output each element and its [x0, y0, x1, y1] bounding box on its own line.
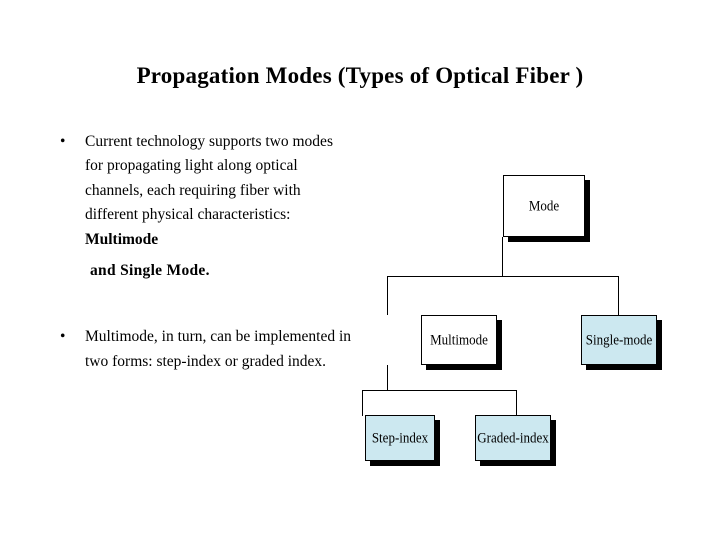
node-label-multimode: Multimode	[430, 331, 488, 348]
connector-row2-horizontal	[387, 276, 619, 278]
node-label-step-index: Step-index	[371, 429, 429, 446]
node-graded-index[interactable]: Graded-index	[475, 415, 551, 461]
connector-down-to-graded-index	[516, 390, 518, 416]
node-label-mode: Mode	[528, 197, 560, 214]
node-single-mode[interactable]: Single-mode	[581, 315, 657, 365]
propagation-modes-tree-diagram: Mode Multimode Single-mode Step-index Gr…	[340, 160, 710, 490]
node-label-single-mode: Single-mode	[585, 331, 653, 348]
bullet-emphasis-single-mode: and Single Mode.	[90, 262, 210, 280]
node-label-graded-index: Graded-index	[477, 429, 549, 446]
bullet-emphasis-multimode: Multimode	[85, 230, 159, 248]
connector-row3-horizontal	[362, 390, 517, 392]
list-item: • Current technology supports two modes …	[52, 130, 352, 283]
bullet-paragraph: Current technology supports two modes fo…	[85, 130, 352, 252]
bullet-marker-icon: •	[60, 133, 66, 150]
connector-down-to-step-index	[362, 390, 364, 416]
node-step-index[interactable]: Step-index	[365, 415, 435, 461]
bullet-list: • Current technology supports two modes …	[52, 130, 352, 374]
bullet-body-text: Current technology supports two modes fo…	[85, 133, 333, 224]
bullet-marker-icon: •	[60, 328, 66, 346]
page-title: Propagation Modes (Types of Optical Fibe…	[136, 63, 584, 88]
connector-mode-down	[502, 237, 504, 277]
node-mode[interactable]: Mode	[503, 175, 585, 237]
bullet-body-text: Multimode, in turn, can be implemented i…	[85, 328, 352, 370]
list-item: • Multimode, in turn, can be implemented…	[52, 325, 352, 374]
connector-down-to-single-mode	[618, 276, 620, 315]
node-multimode[interactable]: Multimode	[421, 315, 497, 365]
connector-down-to-multimode	[387, 276, 389, 315]
connector-multimode-down	[387, 365, 389, 391]
